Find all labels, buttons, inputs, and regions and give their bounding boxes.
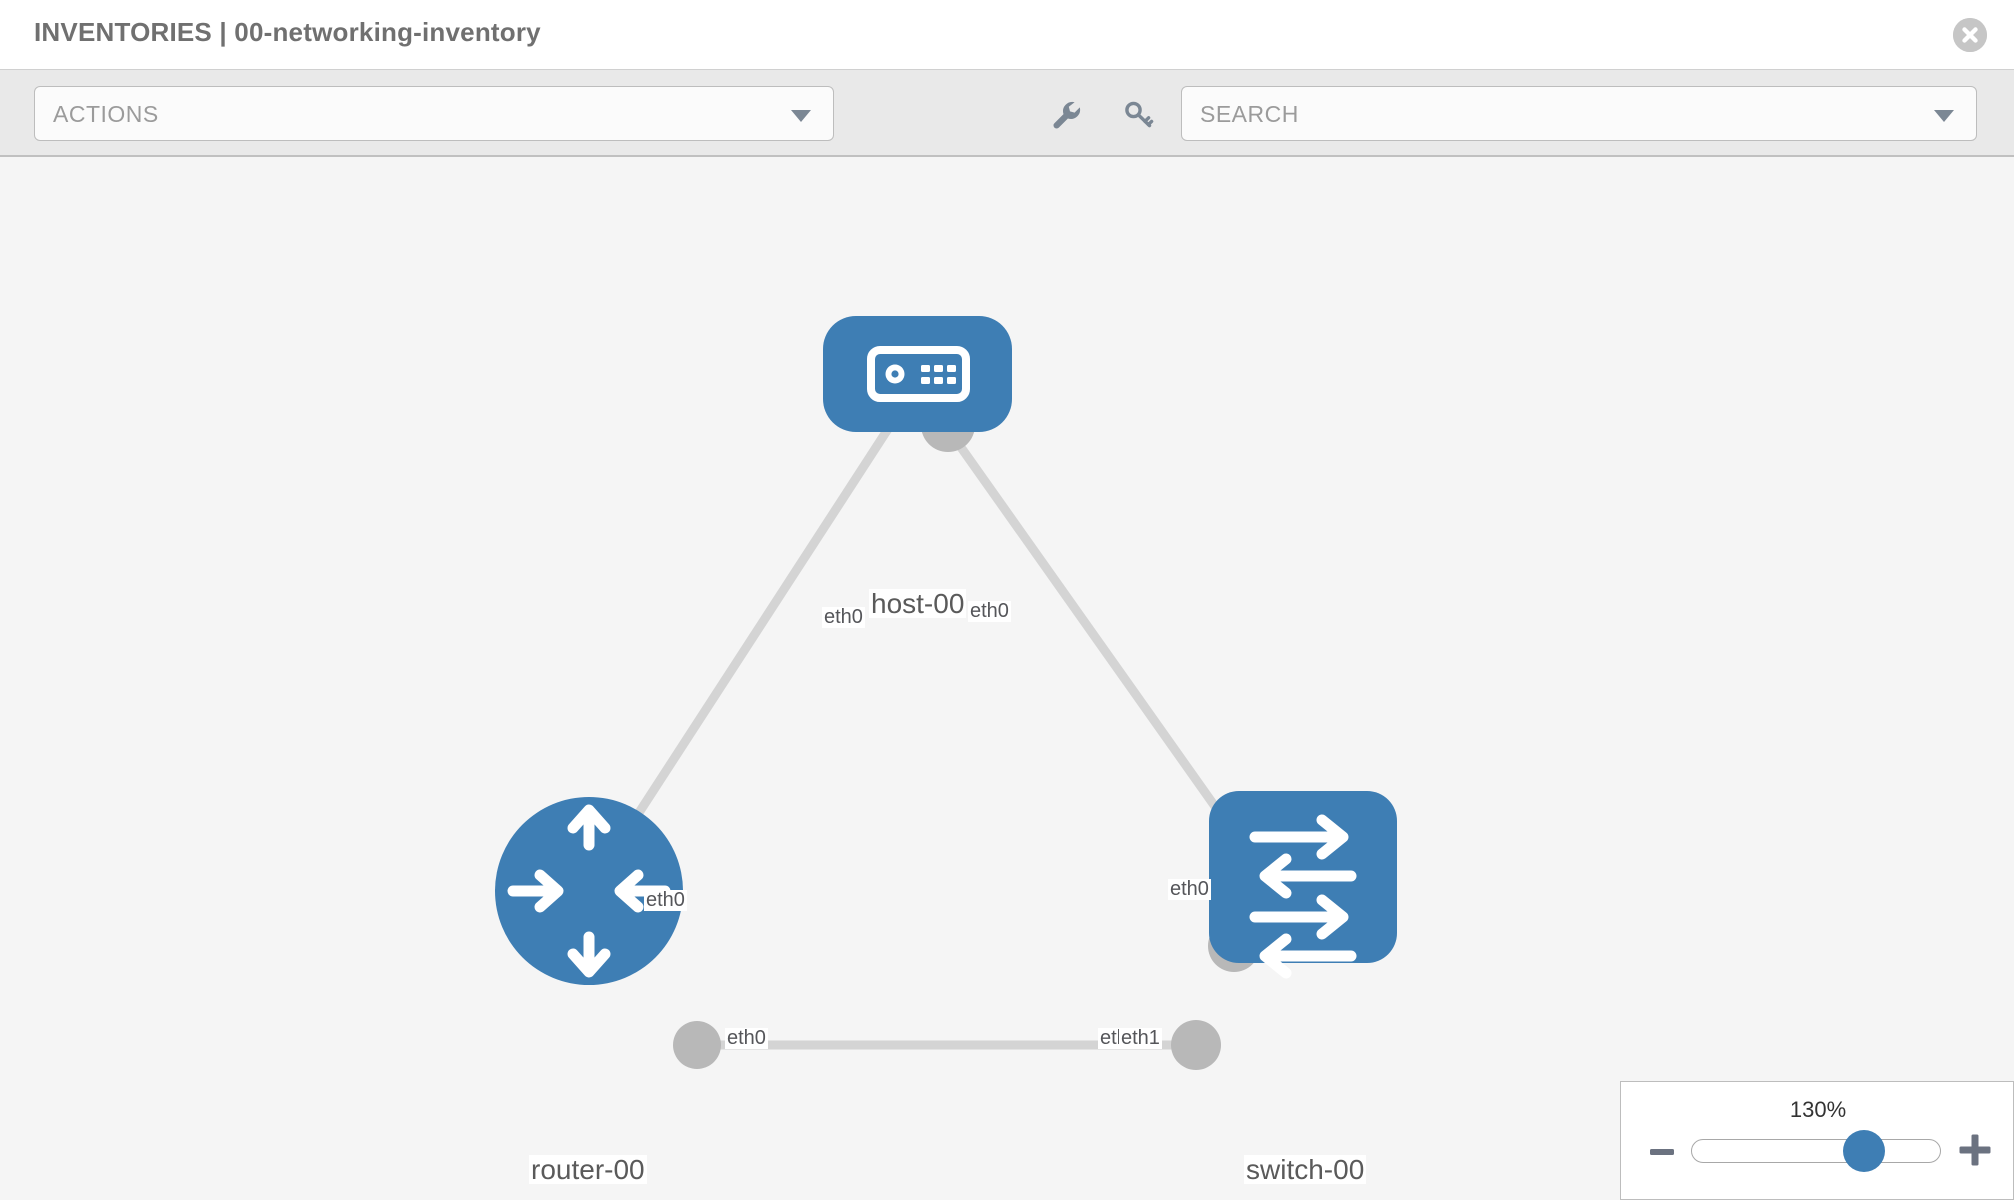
node-label-host-00: host-00 xyxy=(869,588,967,619)
plus-icon[interactable] xyxy=(1959,1134,1991,1166)
search-input[interactable]: SEARCH xyxy=(1181,86,1977,141)
node-host-00 xyxy=(823,316,1012,432)
connector-switch00-left xyxy=(1171,1020,1221,1070)
node-label-router-00: router-00 xyxy=(529,1154,647,1185)
minus-icon[interactable] xyxy=(1649,1139,1675,1165)
node-label-switch-00: switch-00 xyxy=(1244,1154,1367,1185)
link-host00-switch00 xyxy=(944,426,1242,842)
bidirectional-arrows-icon xyxy=(1249,814,1357,979)
iface-label-host-left: eth0 xyxy=(822,606,865,628)
page-title: INVENTORIES | 00-networking-inventory xyxy=(34,17,541,47)
actions-dropdown[interactable]: ACTIONS xyxy=(34,86,834,141)
iface-label-router-right: eth0 xyxy=(725,1027,768,1049)
four-arrows-icon xyxy=(507,804,671,978)
actions-dropdown-label: ACTIONS xyxy=(53,101,159,127)
node-switch-00 xyxy=(1209,791,1397,979)
zoom-control-panel: 130% xyxy=(1620,1081,2014,1200)
toolbar: ACTIONS SEARCH xyxy=(0,70,2014,157)
zoom-percent-label: 130% xyxy=(1789,1097,1847,1122)
zoom-slider-thumb[interactable] xyxy=(1843,1130,1885,1172)
connector-router00-right xyxy=(673,1021,721,1069)
chevron-down-icon xyxy=(791,110,811,122)
topology-canvas[interactable]: eth0 eth0 host-00 eth0 eth0 eth0 eth eth… xyxy=(0,157,2014,1200)
page-header: INVENTORIES | 00-networking-inventory xyxy=(0,0,2014,70)
link-host00-router00 xyxy=(614,426,892,848)
iface-label-switch-left: eth1 xyxy=(1119,1027,1162,1049)
iface-label-switch-up: eth0 xyxy=(1168,878,1211,900)
zoom-slider-track[interactable] xyxy=(1691,1139,1941,1163)
topology-graph xyxy=(495,316,1397,1070)
node-router-00 xyxy=(495,797,683,985)
wrench-icon[interactable] xyxy=(1045,94,1085,134)
server-appliance-icon xyxy=(867,346,970,402)
iface-label-host-right: eth0 xyxy=(968,600,1011,622)
close-icon[interactable] xyxy=(1953,18,1987,52)
iface-label-router-up: eth0 xyxy=(644,889,687,911)
topology-connectors xyxy=(673,398,1260,1070)
search-placeholder: SEARCH xyxy=(1200,101,1299,127)
topology-links xyxy=(614,426,1242,1050)
key-icon[interactable] xyxy=(1118,94,1158,134)
chevron-down-icon xyxy=(1934,110,1954,122)
